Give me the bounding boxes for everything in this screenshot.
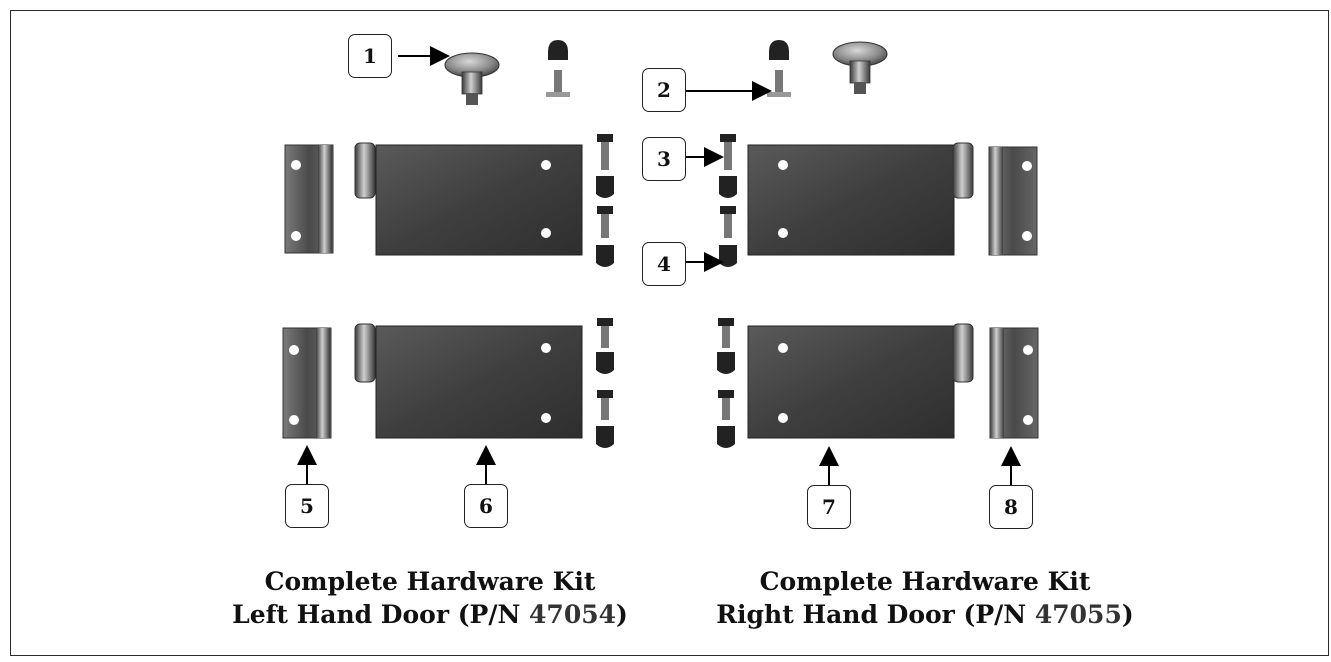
callout-8: 8 xyxy=(989,485,1033,529)
diagram-frame xyxy=(10,10,1329,656)
hinge-leaf-left-bottom xyxy=(282,327,332,439)
callout-7: 7 xyxy=(807,485,851,529)
top-screw-right xyxy=(767,40,791,97)
part-number-right: 47055 xyxy=(1034,600,1122,629)
hinge-plate-left-top xyxy=(354,142,583,256)
hinge-leaf-left-top xyxy=(284,144,334,254)
callout-arrows xyxy=(297,46,1021,485)
hinge-plate-right-bottom xyxy=(747,323,974,439)
screw-cap-stacks xyxy=(596,134,737,448)
door-knob-left xyxy=(444,52,500,105)
caption-right-line1: Complete Hardware Kit xyxy=(759,567,1091,596)
caption-left-line2: Left Hand Door (P/N 47054) xyxy=(200,598,660,631)
caption-left-suffix: ) xyxy=(616,600,628,629)
callout-1: 1 xyxy=(348,34,392,78)
callout-6: 6 xyxy=(464,484,508,528)
caption-right-line2: Right Hand Door (P/N 47055) xyxy=(680,598,1170,631)
callout-3: 3 xyxy=(642,137,686,181)
hinge-plate-right-top xyxy=(747,142,974,256)
caption-left-line1: Complete Hardware Kit xyxy=(264,567,596,596)
caption-right-suffix: ) xyxy=(1121,600,1134,629)
door-knob-right xyxy=(832,41,888,94)
caption-right-prefix: Right Hand Door (P/N xyxy=(716,600,1035,629)
part-number-left: 47054 xyxy=(529,600,617,629)
caption-left-kit: Complete Hardware Kit Left Hand Door (P/… xyxy=(200,565,660,631)
caption-right-kit: Complete Hardware Kit Right Hand Door (P… xyxy=(680,565,1170,631)
top-screw-left xyxy=(546,40,570,97)
caption-left-prefix: Left Hand Door (P/N xyxy=(232,600,530,629)
hinge-plate-left-bottom xyxy=(354,323,583,439)
hinge-leaf-right-bottom xyxy=(989,327,1039,439)
hinge-leaf-right-top xyxy=(988,146,1038,256)
callout-5: 5 xyxy=(285,484,329,528)
callout-2: 2 xyxy=(642,68,686,112)
callout-4: 4 xyxy=(642,242,686,286)
